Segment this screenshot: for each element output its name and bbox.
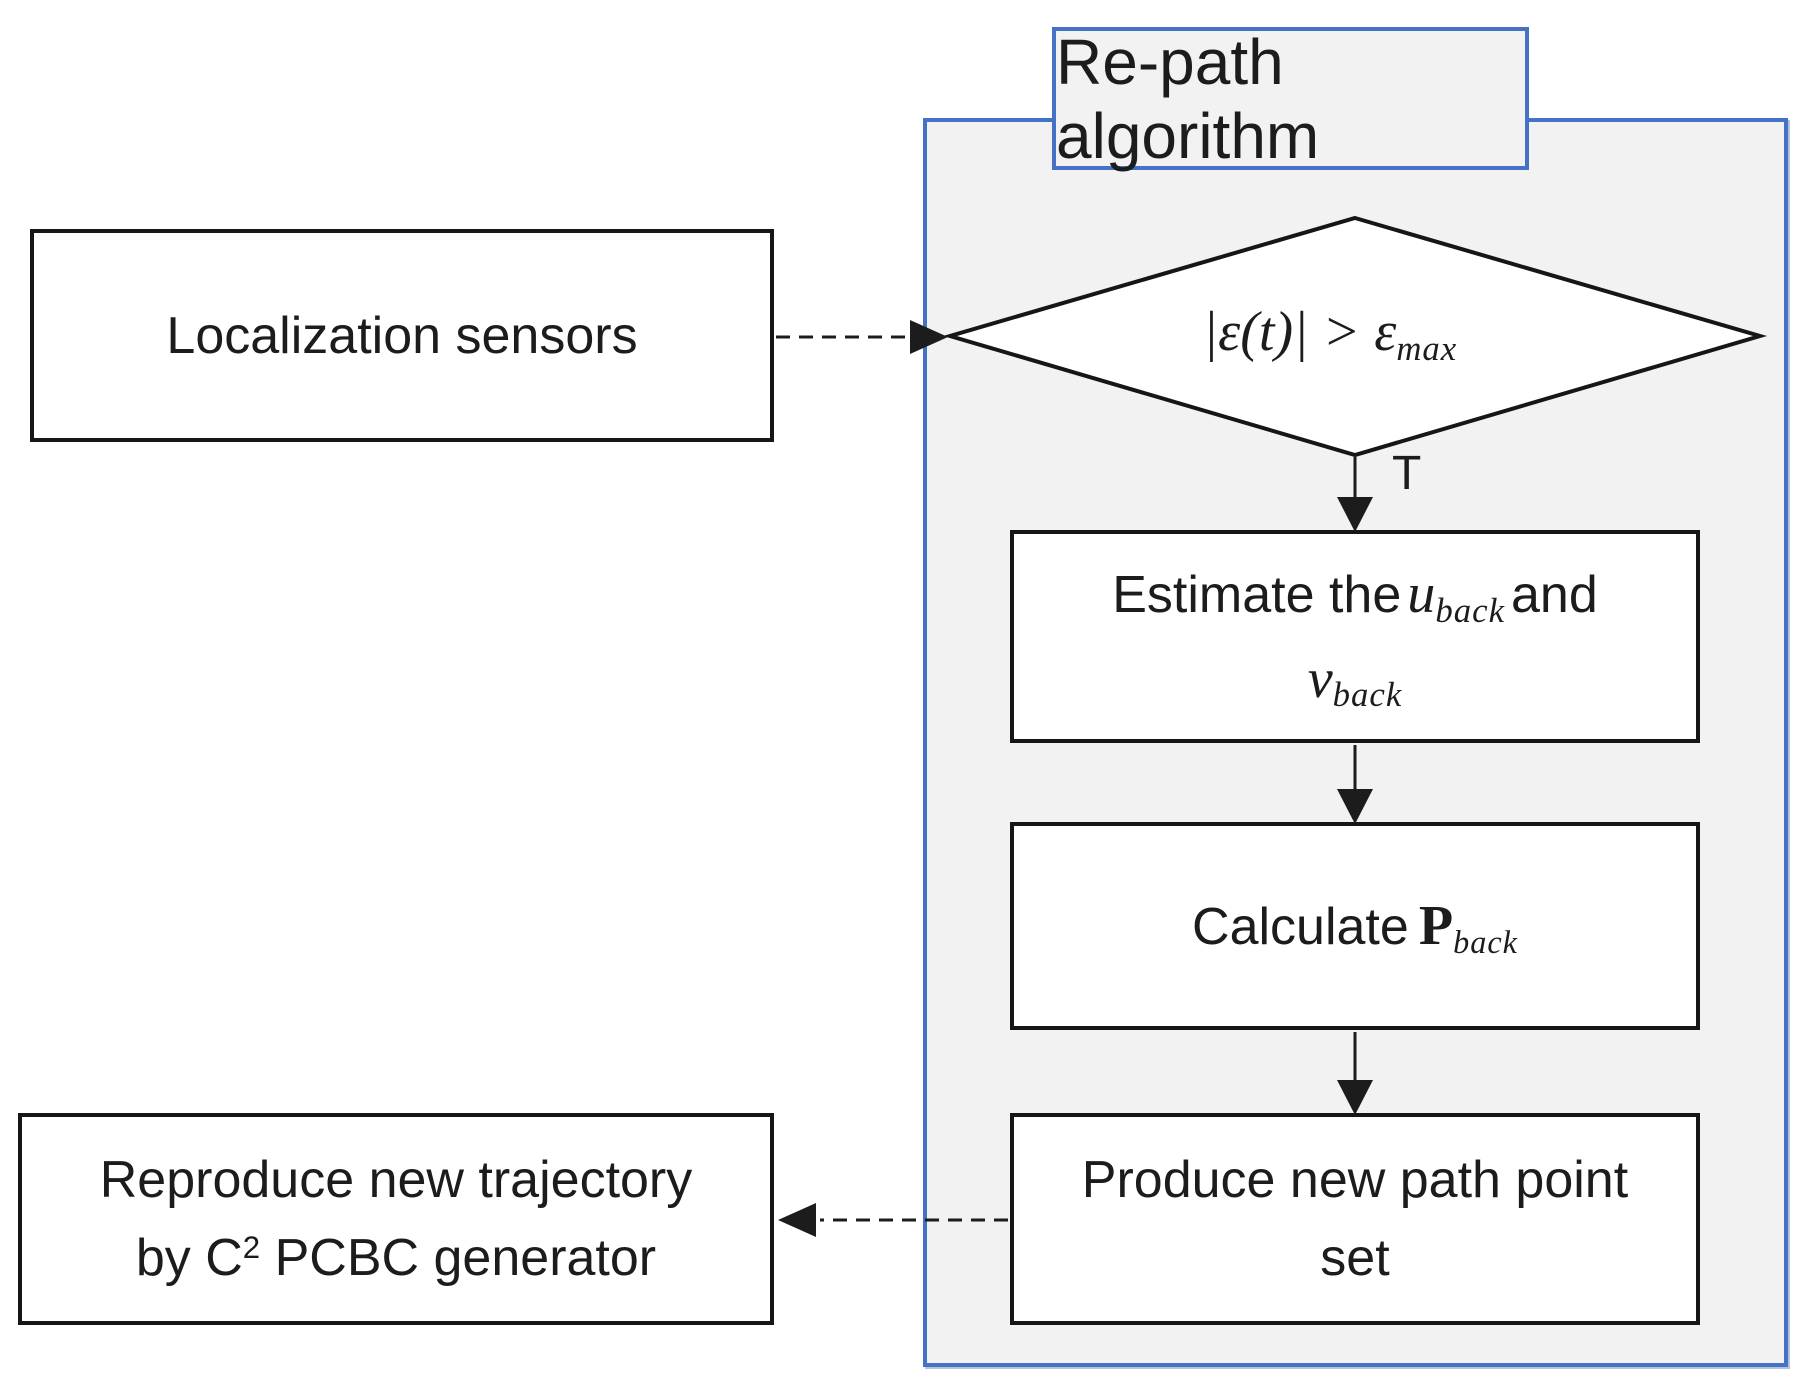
c-squared-superscript: 2 bbox=[242, 1229, 261, 1265]
decision-expression-subscript: max bbox=[1396, 328, 1458, 368]
produce-label: Produce new path point set bbox=[1082, 1141, 1628, 1297]
decision-true-label: T bbox=[1392, 447, 1422, 500]
estimate-text-prefix: Estimate the bbox=[1112, 566, 1402, 625]
produce-line2: set bbox=[1320, 1229, 1390, 1287]
decision-expression: |ε(t)| > εmax bbox=[975, 300, 1685, 368]
decision-expression-main: |ε(t)| > ε bbox=[1202, 301, 1397, 363]
node-localization-sensors: Localization sensors bbox=[30, 229, 774, 442]
p-subscript: back bbox=[1453, 923, 1518, 960]
arrowhead-into-reproduce bbox=[778, 1203, 816, 1237]
node-produce-path-points: Produce new path point set bbox=[1010, 1113, 1700, 1325]
p-symbol: P bbox=[1418, 894, 1454, 957]
v-subscript: back bbox=[1332, 675, 1403, 715]
reproduce-line2-prefix: by C bbox=[135, 1229, 243, 1287]
node-reproduce-trajectory: Reproduce new trajectory by C2 PCBC gene… bbox=[18, 1113, 774, 1325]
estimate-text-suffix: and bbox=[1511, 566, 1598, 625]
v-symbol: vback bbox=[1307, 647, 1403, 715]
title-label: Re-path algorithm bbox=[1056, 25, 1320, 172]
calculate-text-prefix: Calculate bbox=[1192, 897, 1409, 956]
localization-label: Localization sensors bbox=[166, 306, 638, 365]
reproduce-line2-suffix: PCBC generator bbox=[260, 1229, 657, 1287]
u-symbol: uback bbox=[1407, 563, 1506, 630]
title-box: Re-path algorithm bbox=[1052, 25, 1529, 172]
reproduce-label: Reproduce new trajectory by C2 PCBC gene… bbox=[100, 1141, 693, 1297]
u-subscript: back bbox=[1435, 591, 1506, 630]
produce-line1: Produce new path point bbox=[1081, 1151, 1629, 1209]
reproduce-line1: Reproduce new trajectory bbox=[99, 1151, 693, 1209]
